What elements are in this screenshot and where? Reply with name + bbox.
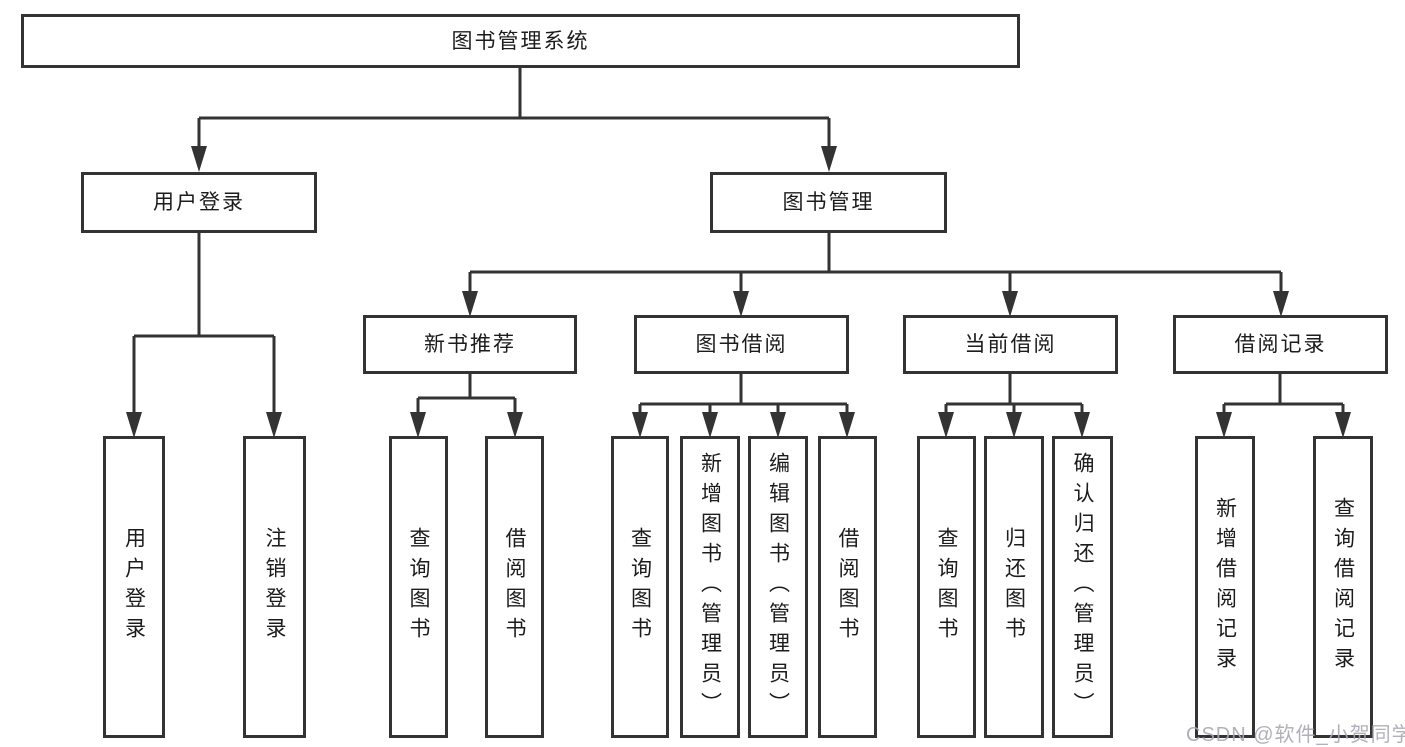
leaf-query-books-current: 查询图书 [917, 436, 976, 738]
node-current-borrow: 当前借阅 [903, 315, 1118, 374]
leaf-return-books: 归还图书 [984, 436, 1044, 738]
node-book-management: 图书管理 [710, 172, 947, 233]
leaf-borrow-books: 借阅图书 [818, 436, 877, 738]
leaf-edit-book-admin: 编辑图书（管理员） [748, 436, 808, 738]
node-borrow-records: 借阅记录 [1173, 315, 1388, 374]
node-new-book-recommend: 新书推荐 [363, 315, 577, 374]
leaf-confirm-return-admin: 确认归还（管理员） [1052, 436, 1113, 738]
leaf-query-books-borrow: 查询图书 [611, 436, 669, 738]
node-user-login: 用户登录 [81, 172, 317, 233]
leaf-query-books-recommend: 查询图书 [389, 436, 448, 738]
leaf-add-borrow-record: 新增借阅记录 [1195, 436, 1255, 738]
node-book-borrow: 图书借阅 [634, 315, 849, 374]
leaf-logout: 注销登录 [243, 436, 306, 738]
leaf-query-borrow-record: 查询借阅记录 [1313, 436, 1373, 738]
node-system-root: 图书管理系统 [21, 14, 1020, 68]
watermark: CSDN @软件_小贺同学 [1186, 724, 1405, 746]
leaf-borrow-books-recommend: 借阅图书 [485, 436, 544, 738]
leaf-user-login: 用户登录 [103, 436, 165, 738]
leaf-add-book-admin: 新增图书（管理员） [680, 436, 740, 738]
